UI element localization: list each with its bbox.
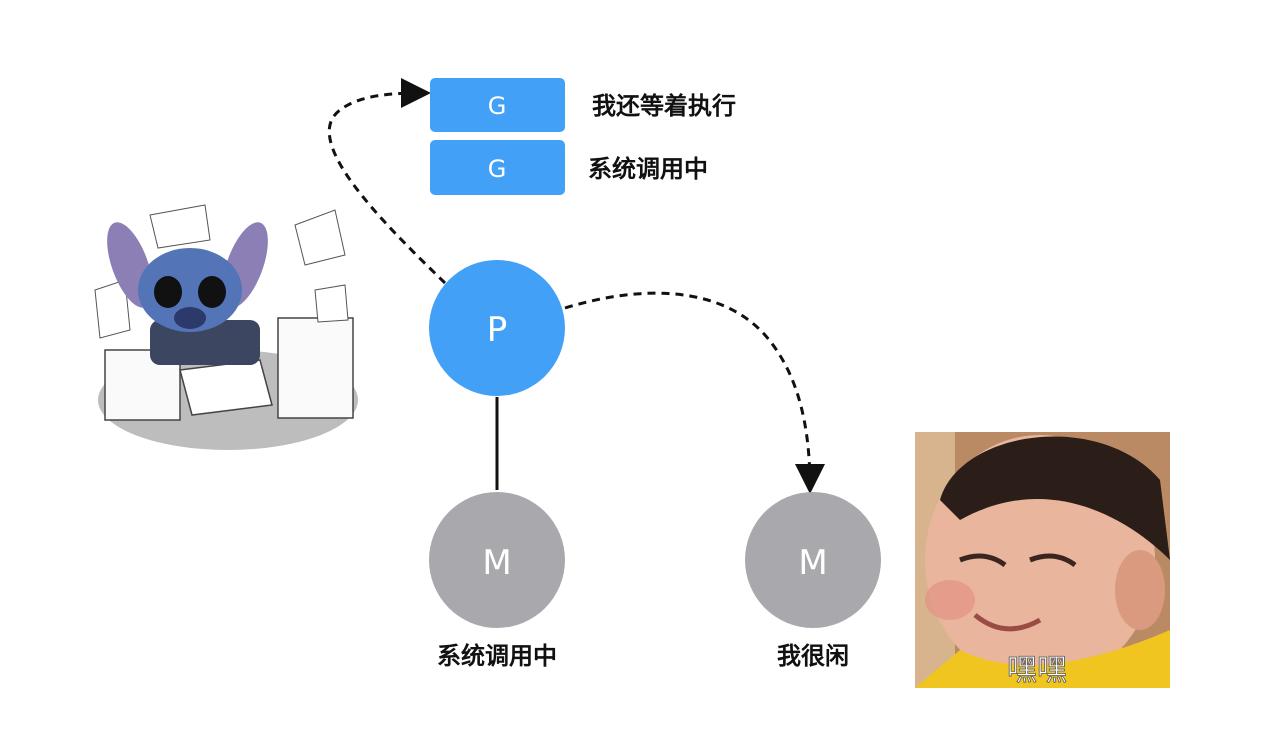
- processor-label: P: [487, 310, 508, 350]
- idle-child-photo: 嘿嘿: [915, 432, 1170, 688]
- photo-caption: 嘿嘿: [1007, 653, 1067, 688]
- goroutine-status: 系统调用中: [588, 155, 708, 183]
- goroutine-label: G: [488, 92, 507, 120]
- machine-node-idle: [745, 492, 881, 628]
- machine-node-syscall: [429, 492, 565, 628]
- processor-node: [429, 260, 565, 396]
- busy-worker-illustration: [94, 204, 358, 450]
- goroutine-status: 我还等着执行: [592, 92, 736, 120]
- machine-label: M: [482, 543, 511, 583]
- goroutine-label: G: [488, 155, 507, 183]
- dashed-arrow-p-to-g: [327, 78, 447, 285]
- machine-label: M: [798, 543, 827, 583]
- dashed-arrow-p-to-idle-m: [564, 291, 825, 494]
- machine-status: 系统调用中: [437, 642, 557, 670]
- machine-status: 我很闲: [777, 642, 849, 670]
- goroutine-waiting: G: [430, 78, 565, 132]
- goroutine-syscall: G: [430, 140, 565, 195]
